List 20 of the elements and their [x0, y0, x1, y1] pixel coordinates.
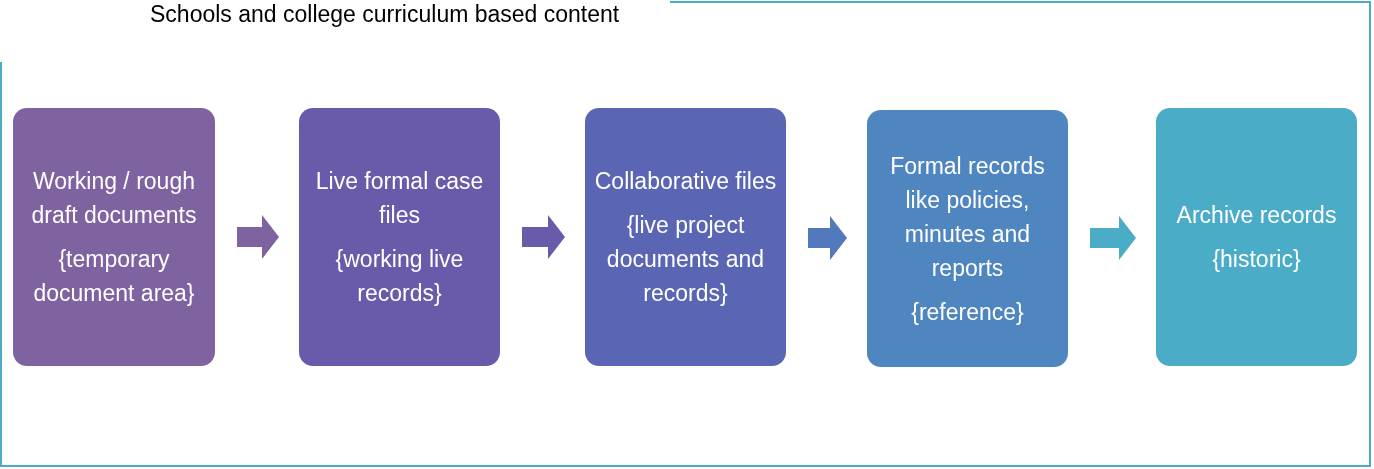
process-box: [585, 108, 786, 366]
process-box: [13, 108, 215, 366]
box-title: Working / rough draft documents: [30, 167, 198, 230]
block-arrow: [1090, 216, 1136, 260]
box-note: {live project documents and records}: [605, 211, 766, 308]
box-title: Formal records like policies, minutes and reports: [889, 151, 1046, 283]
heading-text: Schools and college curriculum based content: [150, 0, 621, 28]
box-note: {temporary document area}: [32, 245, 196, 308]
box-title: Collaborative files: [594, 167, 777, 196]
box-note: {working live records}: [334, 245, 465, 308]
box-title: Live formal case files: [314, 167, 485, 230]
block-arrow: [522, 215, 565, 259]
box-note: {historic}: [1212, 245, 1301, 274]
process-box: [1156, 108, 1357, 366]
box-title: Archive records: [1176, 201, 1337, 230]
block-arrow: [237, 215, 279, 259]
process-box: [299, 108, 500, 366]
process-box: [867, 110, 1068, 367]
box-note: {reference}: [911, 297, 1024, 327]
block-arrow: [808, 216, 847, 260]
